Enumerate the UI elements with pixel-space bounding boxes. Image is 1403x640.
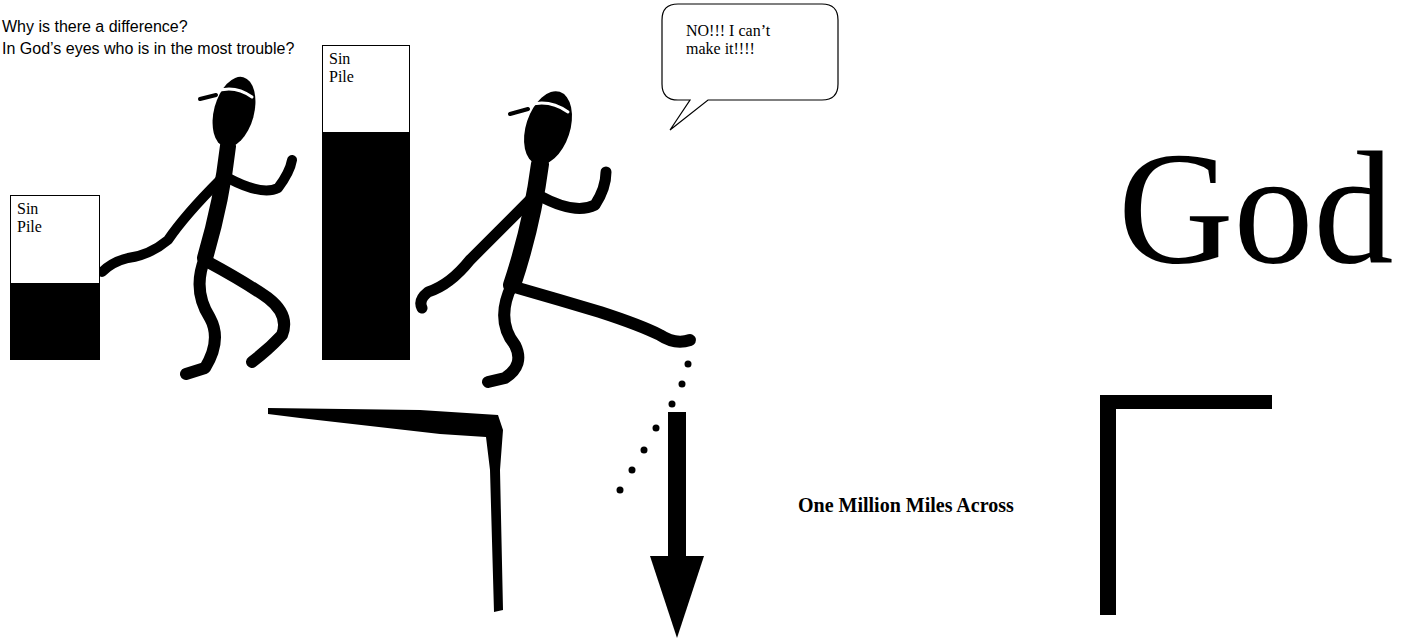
runner-body: [205, 146, 228, 258]
dot: [629, 467, 636, 474]
speech-bubble: NO!!! I can’t make it!!!!: [662, 4, 838, 100]
dot: [685, 361, 692, 368]
sin-pile-fill: [323, 132, 409, 359]
question-text: In God’s eyes who is in the most trouble…: [2, 40, 294, 58]
cap-band: [526, 103, 568, 112]
distance-label: One Million Miles Across: [798, 494, 1014, 517]
cap-bill: [510, 109, 528, 114]
left-cliff: [268, 408, 503, 612]
dot: [617, 487, 624, 494]
sin-pile-label: Sin Pile: [323, 46, 360, 91]
god-label: God: [1118, 128, 1394, 288]
dot: [679, 381, 686, 388]
runner-figure: [421, 85, 690, 382]
cap-band: [214, 89, 252, 97]
runner-leg: [488, 285, 518, 382]
runner-body: [512, 164, 540, 285]
runner-head: [205, 72, 262, 152]
runner-arm: [540, 172, 606, 208]
speech-text: NO!!! I can’t make it!!!!: [686, 22, 798, 59]
sin-pile-label: Sin Pile: [11, 196, 48, 241]
sin-pile-box: Sin Pile: [322, 45, 410, 360]
dot: [669, 401, 676, 408]
cap-bill: [200, 95, 216, 99]
runner-head: [515, 85, 580, 171]
runner-leg: [208, 262, 284, 362]
right-cliff-top: [1100, 395, 1272, 409]
runner-leg: [518, 288, 690, 342]
down-arrow-head: [650, 556, 704, 638]
speech-bubble-shape: [662, 4, 838, 130]
question-text: Why is there a difference?: [2, 18, 188, 36]
runner-arm: [228, 160, 292, 190]
dot: [641, 447, 648, 454]
sin-pile-fill: [11, 283, 99, 359]
runner-leg: [186, 258, 215, 374]
sin-pile-box: Sin Pile: [10, 195, 100, 360]
runner-figure: [102, 72, 292, 374]
dot: [653, 425, 660, 432]
right-cliff-wall: [1100, 395, 1116, 615]
down-arrow-shaft: [668, 412, 686, 558]
